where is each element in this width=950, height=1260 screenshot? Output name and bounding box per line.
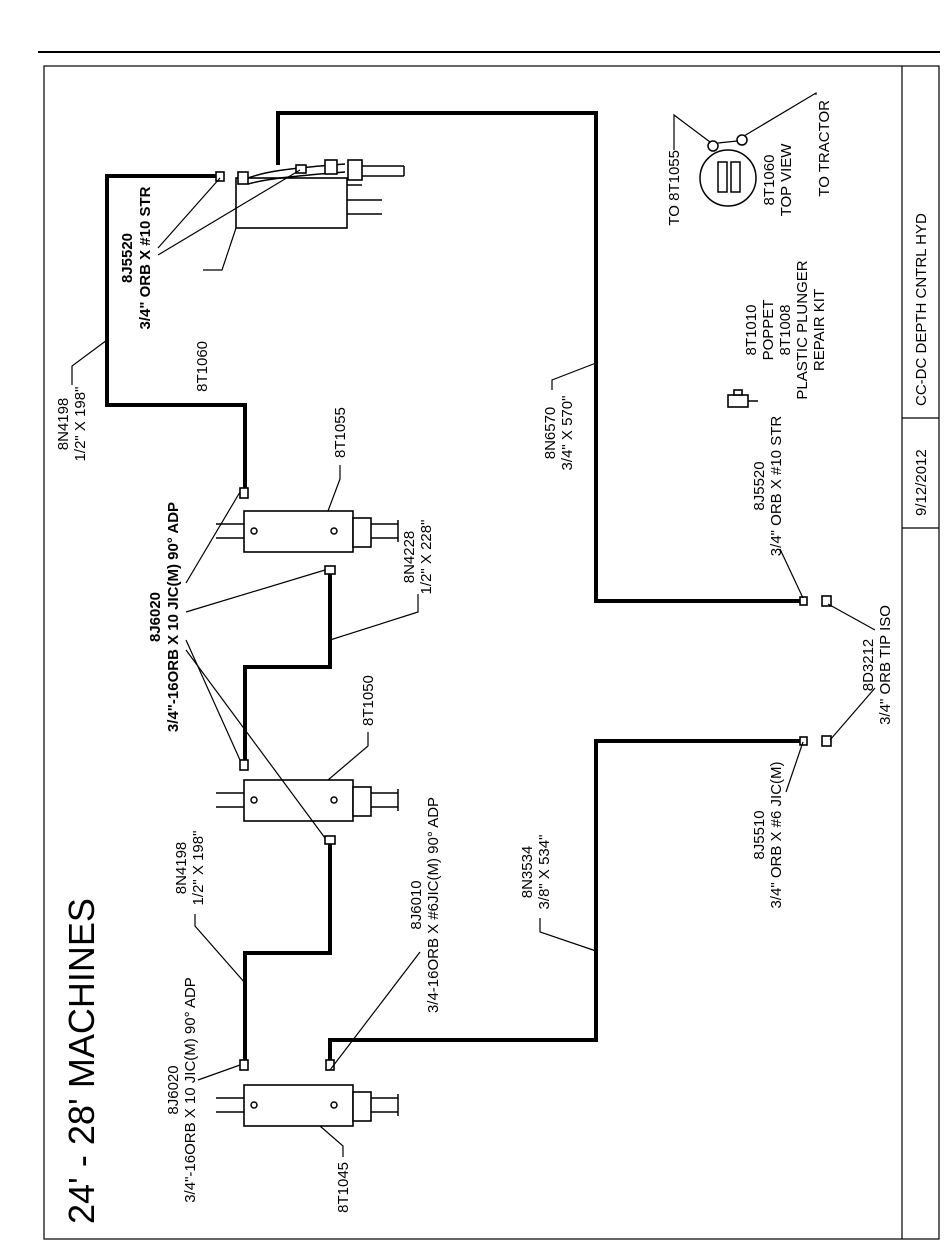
label-8j5510-spec: 3/4" ORB X #6 JIC(M) [768,761,785,908]
label-8n4228-spec: 1/2" X 228" [418,520,435,595]
hose-8n4198-upper [105,174,247,490]
hose-8n4228 [243,570,332,760]
fitting-icons [215,171,832,1071]
label-8j6010-part: 8J6010 [408,880,425,929]
hose-8n3534 [328,739,800,1062]
title-block-date: 9/12/2012 [913,449,930,516]
label-8t1050: 8T1050 [360,675,377,726]
label-8n6570-part: 8N6570 [542,407,559,460]
label-8j5510-part: 8J5510 [751,810,768,859]
label-8t1045: 8T1045 [335,1162,352,1213]
leader-lines [71,91,876,1157]
repair-kit-label: 8T1010 POPPET 8T1008 PLASTIC PLUNGER REP… [743,260,828,399]
repair-kit-icon [727,389,758,408]
label-8d3212-part: 8D3212 [860,639,877,692]
label-8j6020-lower-spec: 3/4"-16ORB X 10 JIC(M) 90° ADP [182,977,199,1203]
label-8n4228-part: 8N4228 [401,531,418,584]
label-8j5520-right-spec: 3/4" ORB X #10 STR [768,416,785,557]
repair-kit-line-1: 8T1010 [743,305,760,356]
label-8n4198-lower-part: 8N4198 [173,842,190,895]
label-8n3534-part: 8N3534 [519,846,536,899]
cylinder-8t1055 [216,510,399,553]
label-to-8t1055: TO 8T1055 [666,150,683,226]
label-8j5520-right-part: 8J5520 [751,461,768,510]
title-block-name: CC-DC DEPTH CNTRL HYD [913,213,930,406]
label-8n4198-upper-part: 8N4198 [55,398,72,451]
hose-8n4198-lower [243,840,332,1062]
label-8t1060: 8T1060 [194,341,211,392]
drawing-border [43,65,940,1240]
repair-kit-line-2: POPPET [760,300,777,361]
label-8j6020-main-spec: 3/4"-16ORB X 10 JIC(M) 90° ADP [165,502,182,732]
repair-kit-line-3: 8T1008 [777,305,794,356]
repair-kit-line-5: REPAIR KIT [811,289,828,371]
cylinder-8t1050 [216,779,399,822]
label-8n6570-spec: 3/4" X 570" [559,396,576,471]
hose-8n6570 [276,111,800,603]
label-8j6020-main-part: 8J6020 [147,592,164,642]
label-to-tractor: TO TRACTOR [816,100,833,197]
cylinder-8t1045 [216,1084,399,1127]
label-8n4198-upper-spec: 1/2" X 198" [72,387,89,462]
valve-top-view [699,134,757,207]
label-8t1055: 8T1055 [332,407,349,458]
label-top-view-part: 8T1060 [761,155,778,206]
label-8j5520-top-part: 8J5520 [119,233,136,283]
label-8n4198-lower-spec: 1/2" X 198" [190,831,207,906]
label-top-view-caption: TOP VIEW [778,143,795,217]
label-8j6020-lower-part: 8J6020 [165,1065,182,1114]
page-title: 24' - 28' MACHINES [61,898,102,1224]
label-8j5520-top-spec: 3/4" ORB X #10 STR [137,186,154,329]
label-8j6010-spec: 3/4-16ORB X #6JIC(M) 90° ADP [425,797,442,1013]
label-8d3212-spec: 3/4" ORB TIP ISO [877,605,894,725]
repair-kit-line-4: PLASTIC PLUNGER [794,260,811,399]
cylinder-8t1060 [235,159,405,229]
label-8n3534-spec: 3/8" X 534" [536,835,553,910]
